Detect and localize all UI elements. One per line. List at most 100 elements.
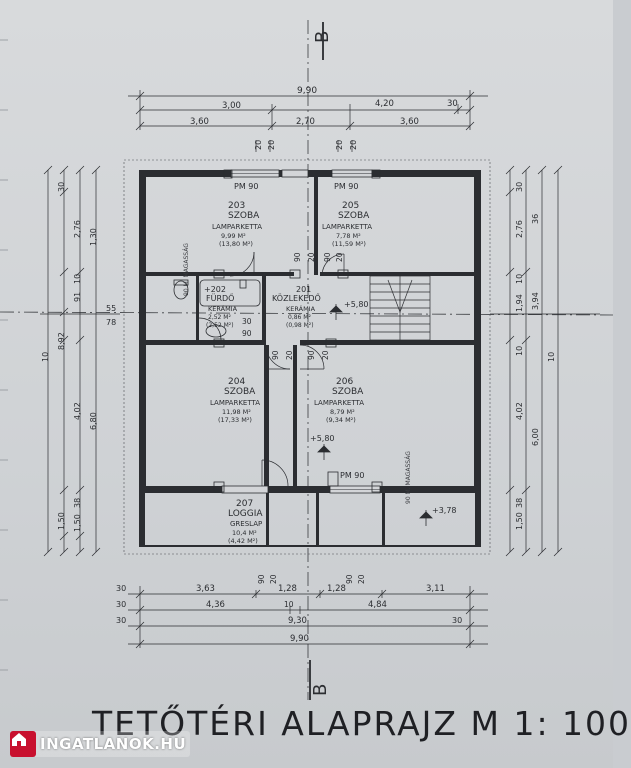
level-center: +5,80 [310,434,335,443]
loggia-posts [266,493,385,547]
loggia-walls [139,493,481,547]
room-207-label: 207 LOGGIA GRESLAP 10,4 M² (4,42 M²) [228,499,263,545]
room-201-label: 201 KÖZLEKEDŐ KERÁMIA 0,86 M² (0,98 M²) [272,285,321,329]
svg-text:30: 30 [452,616,462,625]
svg-text:30: 30 [116,584,126,593]
svg-text:3,63: 3,63 [196,584,215,594]
dim-top-row1-b: 4,20 [375,99,394,109]
svg-text:30: 30 [116,616,126,625]
svg-text:90: 90 [271,350,280,360]
bottom-openings [221,485,381,494]
svg-text:30: 30 [242,317,252,326]
svg-text:10: 10 [547,352,556,362]
svg-text:9,30: 9,30 [288,616,307,626]
svg-text:1,50: 1,50 [73,514,82,532]
interior-walls [146,177,474,486]
height-note-left: 90 M. MAGASSÁG [183,243,190,296]
room-area: 2,52 M² [208,314,231,321]
room-name: LOGGIA [228,509,263,519]
room-floor: KERÁMIA [208,304,238,313]
room-206-label: 206 SZOBA LAMPARKETTA 8,79 M² (9,34 M²) [314,377,364,424]
dim-top-row2-b: 2,70 [296,117,315,127]
svg-text:3,94: 3,94 [531,292,540,310]
watermark-text: INGATLANOK.HU [40,735,187,753]
svg-text:6,80: 6,80 [89,412,98,430]
svg-text:20: 20 [285,350,294,360]
doors [198,251,345,487]
svg-text:2,76: 2,76 [515,220,524,238]
watermark-logo: INGATLANOK.HU [10,731,191,757]
svg-text:30: 30 [515,182,524,192]
svg-text:10: 10 [284,600,294,609]
dim-top-small-2: 20 [267,140,276,150]
svg-text:20: 20 [307,252,316,262]
bottom-dimension-texts: 3,63 1,28 1,28 3,11 4,36 10 4,84 9,30 9,… [116,574,462,644]
svg-text:20: 20 [357,574,366,584]
svg-text:1,28: 1,28 [278,584,297,594]
room-name: SZOBA [228,211,260,221]
svg-text:38: 38 [515,498,524,508]
binder-holes [0,39,8,671]
svg-text:10: 10 [41,352,50,362]
svg-text:10: 10 [73,274,82,284]
room-id: +202 [204,285,226,294]
room-id: 205 [342,201,359,211]
svg-text:38: 38 [73,498,82,508]
room-id: 206 [336,377,353,387]
house-icon [10,731,36,757]
room-area: 11,98 M² [222,408,251,416]
svg-text:1,30: 1,30 [89,228,98,246]
room-area: 7,78 M² [336,232,361,240]
bathroom-fixtures [173,279,261,338]
svg-text:30: 30 [116,600,126,609]
svg-text:4,84: 4,84 [368,600,387,610]
room-floor: KERÁMIA [286,304,316,313]
room-area-sub: (4,42 M²) [228,537,258,545]
level-stair: +5,80 [344,300,369,309]
svg-text:6,00: 6,00 [531,428,540,446]
room-name: SZOBA [332,387,364,397]
vent-boxes [213,169,383,493]
dim-top-small-1: 20 [254,140,263,150]
level-loggia: +3,78 [432,506,457,515]
section-mark-bottom: B [310,684,331,696]
room-id: 201 [296,285,311,294]
room-area-sub: (9,34 M²) [326,416,356,424]
svg-text:4,02: 4,02 [515,402,524,420]
svg-text:90: 90 [345,574,354,584]
room-area-sub: (17,33 M²) [218,416,252,424]
pm-lower-label: PM 90 [340,471,364,480]
svg-text:4,36: 4,36 [206,600,225,610]
svg-text:90: 90 [293,252,302,262]
room-area: 9,99 M² [221,232,246,240]
room-205-label: 205 SZOBA LAMPARKETTA 7,78 M² (11,59 M²) [322,201,372,248]
plan-title: TETŐTÉRI ALAPRAJZ M 1: 100 [92,704,631,743]
room-204-label: 204 SZOBA LAMPARKETTA 11,98 M² (17,33 M²… [210,377,260,424]
svg-text:3,11: 3,11 [426,584,445,594]
dim-mid-left-a: 55 [106,304,116,313]
svg-text:20: 20 [321,350,330,360]
room-floor: LAMPARKETTA [314,399,364,407]
bottom-dimension-lines [128,586,488,649]
room-floor: LAMPARKETTA [212,223,262,231]
dim-top-small-3: 20 [335,140,344,150]
svg-text:8,92: 8,92 [57,332,66,350]
pm-left-label: PM 90 [234,182,258,191]
room-name: FÜRDŐ [206,293,234,303]
pm-right-label: PM 90 [334,182,358,191]
svg-text:20: 20 [269,574,278,584]
svg-text:36: 36 [531,214,540,224]
staircase [369,275,431,341]
dim-top-row2-c: 3,60 [400,117,419,127]
room-area-sub: (11,59 M²) [332,240,366,248]
dim-top-small-4: 20 [349,140,358,150]
room-id: 203 [228,201,245,211]
room-floor: LAMPARKETTA [210,399,260,407]
floor-plan-drawing: B B 9,90 3,00 4,20 30 3,60 2,70 3,60 20 … [0,20,614,700]
top-windows [230,169,373,178]
dim-top-row2-a: 3,60 [190,117,209,127]
dim-top-row1-a: 3,00 [222,101,241,111]
svg-text:90: 90 [257,574,266,584]
svg-text:20: 20 [335,252,344,262]
